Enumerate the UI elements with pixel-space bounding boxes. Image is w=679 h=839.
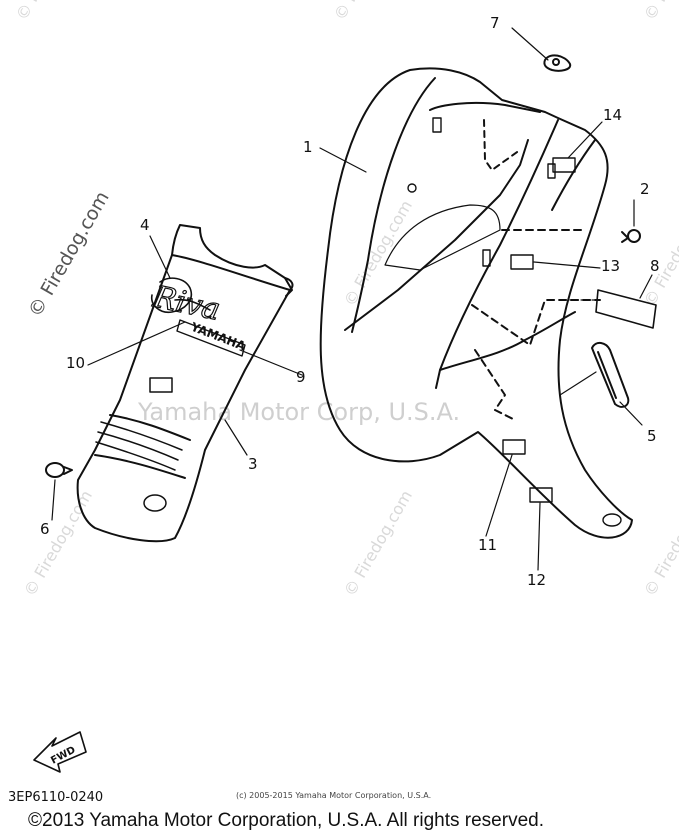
leg-shield-part-1 (319, 67, 633, 539)
yamaha-logo: YAMAHA (188, 319, 248, 353)
part-number-13: 13 (601, 257, 621, 275)
footer-copyright: ©2013 Yamaha Motor Corporation, U.S.A. A… (28, 810, 544, 831)
front-cover-part-3 (76, 224, 294, 543)
part-number-4: 4 (140, 216, 150, 234)
emblem-part-4 (150, 277, 211, 314)
part-number-12: 12 (527, 571, 547, 589)
riva-logo: Riva (149, 279, 223, 327)
part-number-11: 11 (478, 536, 498, 554)
decal-part-13 (510, 254, 534, 270)
diagram-code: 3EP6110-0240 (8, 790, 104, 805)
bolt-part-6 (45, 462, 73, 478)
part-number-5: 5 (647, 427, 657, 445)
part-number-6: 6 (40, 520, 50, 538)
decal-part-14 (552, 157, 576, 173)
strip-part-8 (595, 289, 657, 329)
small-copyright: (c) 2005-2015 Yamaha Motor Corporation, … (236, 791, 432, 800)
part-number-14: 14 (603, 106, 623, 124)
part-number-10: 10 (66, 354, 86, 372)
watermark-center: Yamaha Motor Corp, U.S.A. (138, 398, 461, 426)
part-number-8: 8 (650, 257, 660, 275)
decal-part-12 (529, 487, 553, 503)
part-number-9: 9 (296, 368, 306, 386)
fwd-arrow (33, 731, 87, 773)
part-number-3: 3 (248, 455, 258, 473)
part-number-7: 7 (490, 14, 500, 32)
bolt-part-2 (621, 229, 641, 243)
fwd-label: FWD (49, 745, 77, 767)
brand-decal-part-9 (176, 319, 246, 357)
part-number-2: 2 (640, 180, 650, 198)
grommet-part-7 (543, 54, 572, 72)
decal-part-11 (502, 439, 526, 455)
leader-lines (51, 27, 653, 571)
part-number-1: 1 (303, 138, 313, 156)
bracket-part-5 (591, 342, 630, 408)
